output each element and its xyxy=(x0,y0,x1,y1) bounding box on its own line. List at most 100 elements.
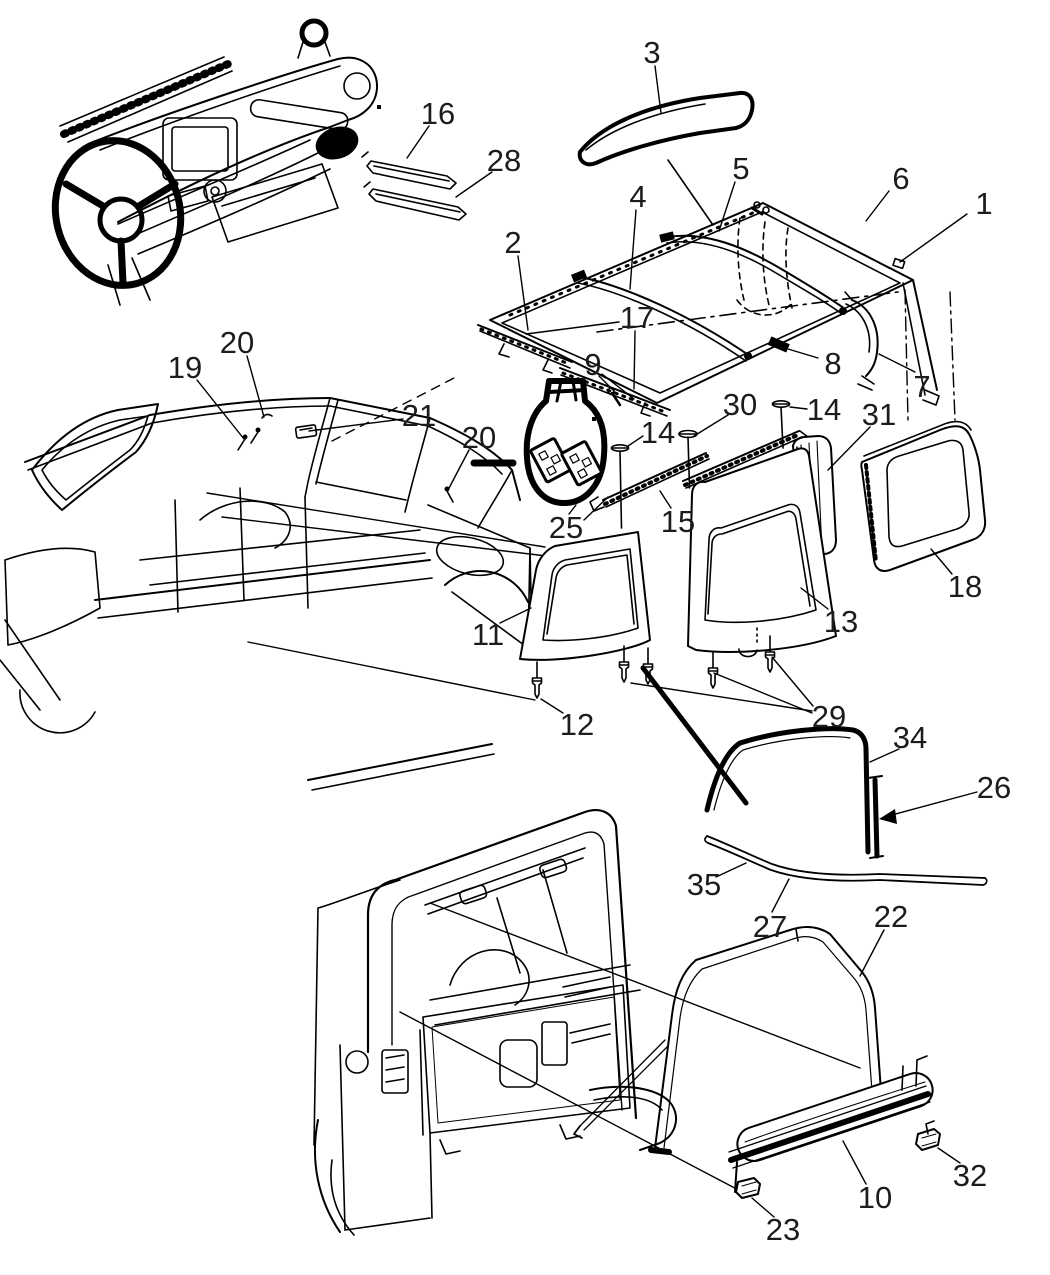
leader-line-14 xyxy=(789,406,808,410)
callout-31: 31 xyxy=(862,397,896,432)
leader-line-22 xyxy=(859,929,885,977)
door-surround-seal-34 xyxy=(704,726,871,855)
door-seal-34-26 xyxy=(704,726,884,859)
leader-line-3 xyxy=(654,65,662,114)
callout-11: 11 xyxy=(472,617,504,652)
leader-line-15 xyxy=(659,490,672,509)
leader-line-29 xyxy=(771,656,814,707)
leader-line-23 xyxy=(751,1197,775,1218)
leader-line-28 xyxy=(455,171,493,198)
body-tub-illustration xyxy=(0,397,533,734)
leader-line-26 xyxy=(887,791,978,817)
leader-line-6 xyxy=(865,190,890,222)
callout-19: 19 xyxy=(168,350,202,385)
leader-line-17 xyxy=(525,321,620,335)
quarter-window-18 xyxy=(860,420,987,572)
rear-body-illustration xyxy=(307,743,677,1236)
hardware-bag-icon xyxy=(523,378,608,507)
instrument-panel-illustration xyxy=(51,18,381,306)
leader-line-20 xyxy=(447,449,470,491)
leader-line-4 xyxy=(629,209,637,290)
callout-21: 21 xyxy=(402,398,436,433)
callout-14: 14 xyxy=(641,415,675,450)
callout-1: 1 xyxy=(975,186,992,221)
callout-13: 13 xyxy=(824,604,858,639)
callout-26: 26 xyxy=(977,770,1011,805)
leader-line-20 xyxy=(246,355,265,418)
callout-2: 2 xyxy=(504,225,521,260)
leader-line-34 xyxy=(869,748,900,763)
tail-lamp xyxy=(381,1049,409,1094)
callout-3: 3 xyxy=(643,35,660,70)
leader-line-9 xyxy=(598,375,615,392)
pillar-seal-26 xyxy=(872,777,880,859)
callout-15: 15 xyxy=(661,504,695,539)
callout-8: 8 xyxy=(824,346,841,381)
dash-end-vent-icon xyxy=(343,72,371,100)
callout-25: 25 xyxy=(549,510,583,545)
sill-strip-28 xyxy=(363,181,467,221)
callout-6: 6 xyxy=(892,161,909,196)
leader-line-14 xyxy=(627,435,644,447)
leader-line-12 xyxy=(540,698,564,714)
leader-line-27 xyxy=(771,878,790,913)
leader-line-10 xyxy=(842,1140,867,1185)
defroster-bar-10 xyxy=(728,1055,941,1199)
callout-14: 14 xyxy=(807,392,841,427)
wind-deflector-3 xyxy=(577,90,755,167)
leader-line-18 xyxy=(930,548,953,575)
callout-12: 12 xyxy=(560,707,594,742)
callout-27: 27 xyxy=(753,909,787,944)
grab-handle xyxy=(249,98,349,131)
callout-22: 22 xyxy=(874,899,908,934)
callout-10: 10 xyxy=(858,1180,892,1215)
leader-line-29 xyxy=(713,672,813,714)
callout-28: 28 xyxy=(487,143,521,178)
callout-23: 23 xyxy=(766,1212,800,1247)
bold-reference-line xyxy=(640,665,749,806)
leader-line-9 xyxy=(601,373,635,400)
header-fasteners xyxy=(237,413,454,503)
leader-line-11 xyxy=(499,607,532,624)
soft-top-frame-illustration xyxy=(477,90,940,417)
leader-line-30 xyxy=(693,414,729,437)
leader-line-17 xyxy=(633,330,636,390)
leader-line-32 xyxy=(937,1147,961,1164)
sill-strip-16 xyxy=(361,151,457,190)
windshield-frame xyxy=(31,403,159,511)
leader-line-35 xyxy=(715,862,747,878)
door-window-11 xyxy=(519,531,651,661)
leader-line-5 xyxy=(718,181,736,232)
retainer-rail-2 xyxy=(477,324,573,363)
leader-line-19 xyxy=(196,379,245,440)
leader-line-7 xyxy=(878,353,916,373)
screw-14-right xyxy=(771,399,791,449)
door-window-13 xyxy=(687,447,837,658)
retainer-rail-17 xyxy=(559,367,671,411)
rear-bumper xyxy=(589,1085,677,1151)
speaker-pod-icon xyxy=(299,18,329,48)
radio-bezel xyxy=(162,117,238,181)
bow-knuckle-21 xyxy=(294,424,318,439)
callout-16: 16 xyxy=(421,96,455,131)
pin-9 xyxy=(610,391,622,407)
clip-23 xyxy=(735,1177,761,1199)
latch-8 xyxy=(767,336,790,353)
callout-4: 4 xyxy=(629,179,646,214)
leader-line-31 xyxy=(827,426,871,471)
alignment-lines xyxy=(206,289,956,701)
screw-14-left xyxy=(610,443,630,529)
callout-20: 20 xyxy=(220,325,254,360)
retainer-rails-15 xyxy=(589,399,809,529)
leader-arrowhead-26 xyxy=(879,809,897,824)
callout-18: 18 xyxy=(948,569,982,604)
callout-34: 34 xyxy=(893,720,927,755)
callout-7: 7 xyxy=(913,369,930,404)
leader-line-25 xyxy=(583,496,609,521)
callout-30: 30 xyxy=(723,387,757,422)
callout-5: 5 xyxy=(732,151,749,186)
glovebox xyxy=(211,163,339,243)
radio-screen xyxy=(171,126,229,172)
